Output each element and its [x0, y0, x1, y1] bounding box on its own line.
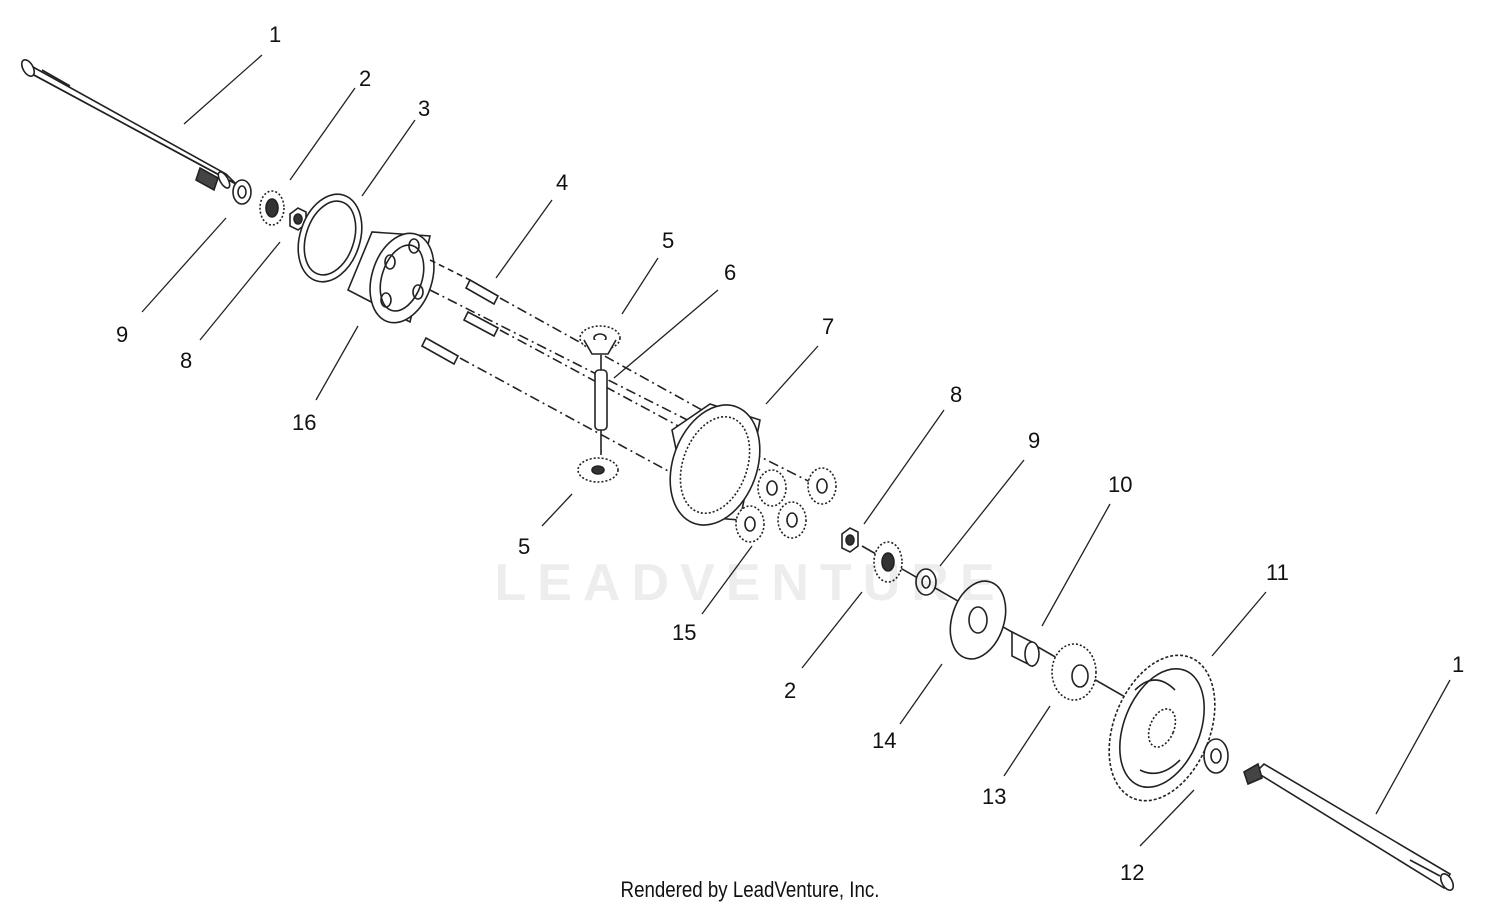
lower-pinion-gear [577, 457, 619, 483]
callout-7: 7 [822, 314, 834, 339]
large-flat-washer [949, 580, 1007, 660]
callout-14: 14 [872, 728, 896, 753]
callout-13: 13 [982, 784, 1006, 809]
pinion-shaft [594, 355, 608, 455]
spacer-bushing [1011, 630, 1040, 668]
left-axle-shaft [20, 59, 237, 192]
drive-pinion-gear [1051, 643, 1097, 701]
callout-8-right: 8 [950, 382, 962, 407]
callout-labels: 1 2 3 4 5 6 7 8 9 10 11 1 12 13 14 2 15 … [116, 22, 1464, 885]
planet-gears [735, 467, 837, 543]
gasket-ring [297, 193, 363, 283]
right-nut [841, 527, 859, 553]
callout-5-top: 5 [662, 228, 674, 253]
callout-2-left: 2 [359, 66, 371, 91]
callout-1-right: 1 [1452, 652, 1464, 677]
callout-12: 12 [1120, 860, 1144, 885]
callout-8-left: 8 [180, 348, 192, 373]
footer-credit: Rendered by LeadVenture, Inc. [620, 877, 880, 902]
callout-4: 4 [556, 170, 568, 195]
left-thrust-washer [232, 179, 252, 205]
left-side-gear [259, 190, 285, 226]
right-axle-shaft [1243, 762, 1455, 891]
outer-washer [1203, 738, 1229, 774]
internal-ring-gear [669, 403, 761, 526]
callout-9-right: 9 [1028, 428, 1040, 453]
callout-3: 3 [418, 96, 430, 121]
callout-2-right: 2 [784, 678, 796, 703]
right-side-gear [873, 541, 903, 583]
callout-11: 11 [1266, 560, 1289, 585]
callout-10: 10 [1108, 472, 1132, 497]
left-nut [289, 207, 307, 231]
right-thrust-washer [915, 568, 937, 596]
main-drive-gear [1108, 654, 1216, 802]
differential-housing [346, 231, 435, 324]
upper-pinion-gear [579, 325, 621, 355]
callout-6: 6 [724, 260, 736, 285]
callout-15: 15 [672, 620, 696, 645]
leader-lines [141, 54, 1451, 847]
callout-5-bottom: 5 [518, 534, 530, 559]
watermark-text: LEADVENTURE [494, 554, 1006, 612]
callout-1-left: 1 [269, 22, 281, 47]
callout-9-left: 9 [116, 322, 128, 347]
callout-16: 16 [292, 410, 316, 435]
